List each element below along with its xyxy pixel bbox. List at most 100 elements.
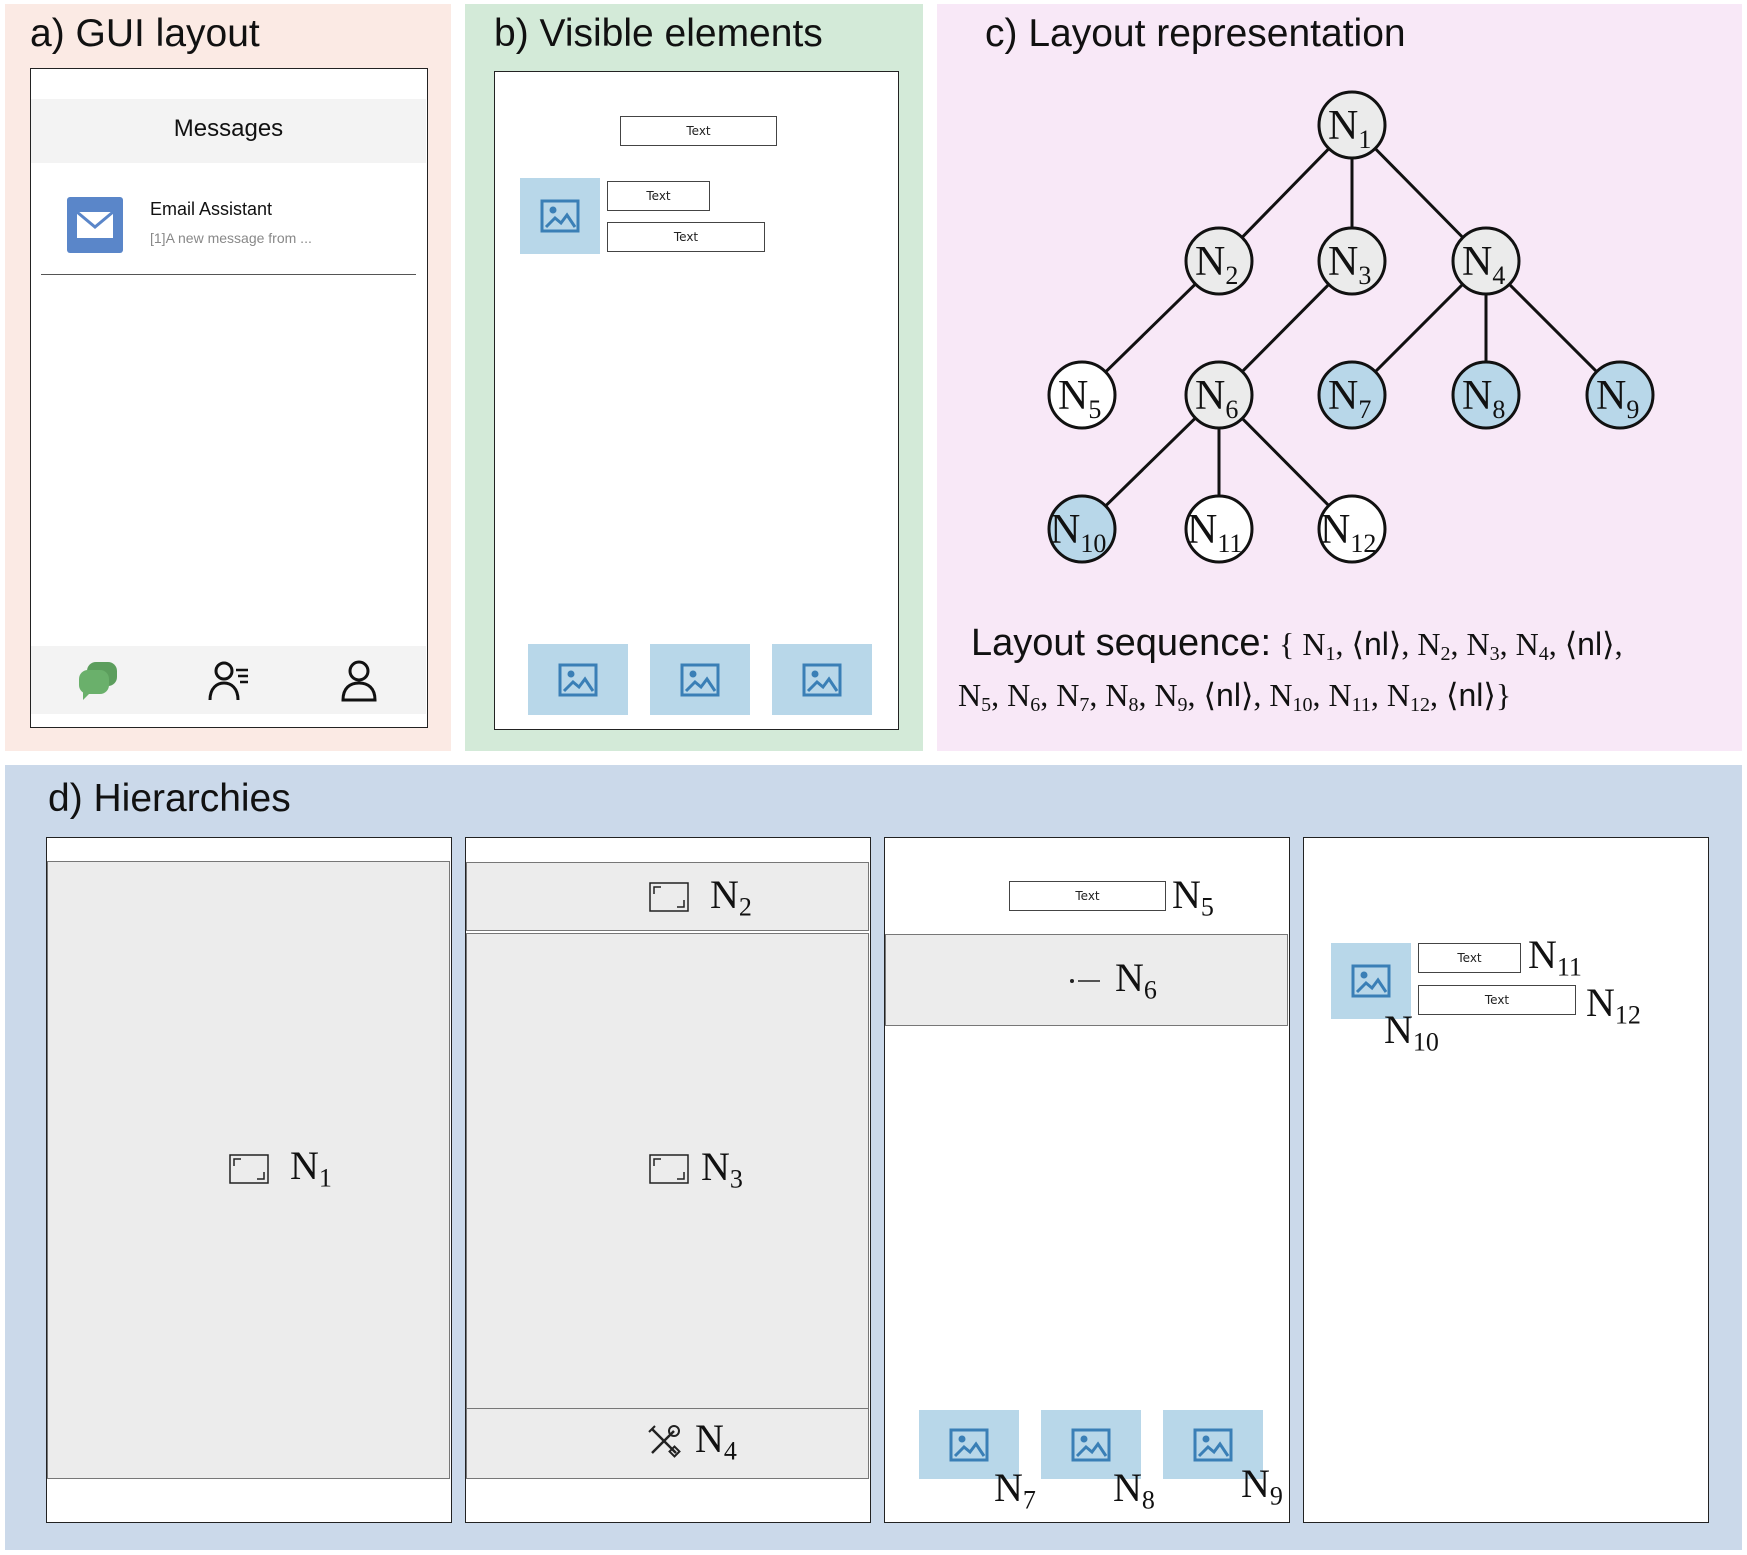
tree-node-n1: N1 [1317, 90, 1387, 160]
image-icon [1351, 964, 1391, 998]
message-preview: [1]A new message from ... [150, 230, 312, 246]
seq-token: N7, [1056, 677, 1106, 716]
tree-node-n5: N5 [1047, 360, 1117, 430]
image-icon [680, 663, 720, 696]
tree-edge-N2-N5 [1104, 283, 1197, 373]
region-n2 [466, 862, 869, 931]
tree-node-n12: N12 [1317, 494, 1387, 564]
seq-token: N8, [1105, 677, 1155, 716]
label-n10: N10 [1384, 1007, 1439, 1057]
panel-a-title: a) GUI layout [30, 12, 260, 55]
region-n6 [885, 934, 1288, 1026]
seq-token-nl: ⟨nl⟩, [1564, 626, 1623, 662]
label-n1: N1 [290, 1143, 332, 1193]
tree-node-label: N4 [1462, 239, 1505, 290]
label-n7: N7 [994, 1465, 1036, 1515]
image-icon [949, 1428, 989, 1461]
layout-sequence-label: Layout sequence: [971, 622, 1272, 664]
tree-edge-N6-N10 [1104, 417, 1197, 507]
tree-edge-N4-N7 [1374, 283, 1464, 373]
image-icon [540, 199, 580, 233]
hierarchy-frame-3: Text N5 N6 N7 N8 N9 [884, 837, 1290, 1523]
seq-token: N9, [1154, 677, 1204, 716]
tree-node-n11: N11 [1184, 494, 1254, 564]
tools-icon [647, 1424, 681, 1458]
tree-node-n10: N10 [1047, 494, 1117, 564]
text-box: Text [1418, 943, 1521, 973]
text-box: Text [1009, 881, 1166, 911]
image-placeholder [1163, 1410, 1263, 1479]
region-n1 [47, 861, 450, 1479]
tree-node-n6: N6 [1184, 360, 1254, 430]
hierarchy-frame-1: N1 [46, 837, 452, 1523]
image-placeholder [772, 644, 872, 715]
tree-node-n4: N4 [1451, 226, 1521, 296]
app-bar-title: Messages [173, 115, 284, 142]
tree-node-n8: N8 [1451, 360, 1521, 430]
envelope-icon [67, 197, 123, 253]
image-placeholder [1041, 1410, 1141, 1479]
image-icon [1193, 1428, 1233, 1461]
seq-token: N10, [1269, 677, 1329, 716]
seq-token: N4, [1515, 626, 1565, 665]
text-box-title: Text [620, 116, 777, 146]
seq-token: N3, [1466, 626, 1516, 665]
container-icon [229, 1154, 269, 1184]
tree-node-n2: N2 [1184, 226, 1254, 296]
layout-sequence-line-1: Layout sequence: { N1, ⟨nl⟩, N2, N3, N4,… [971, 622, 1623, 665]
label-n3: N3 [701, 1144, 743, 1194]
tree-node-n3: N3 [1317, 226, 1387, 296]
seq-token: N2, [1417, 626, 1467, 665]
text-box-name: Text [607, 181, 710, 211]
seq-token-nl: ⟨nl⟩, [1203, 677, 1270, 713]
container-icon [649, 1154, 689, 1184]
tree-edge-N6-N12 [1241, 417, 1330, 507]
chat-bubbles-icon[interactable] [75, 658, 123, 702]
label-n5: N5 [1172, 872, 1214, 922]
seq-token: N12, [1386, 677, 1447, 716]
image-placeholder [650, 644, 750, 715]
hierarchy-frame-4: Text Text N11 N12 N10 [1303, 837, 1709, 1523]
phone-frame: Messages Email Assistant [1]A new messag… [30, 68, 428, 728]
seq-token: N1, [1302, 626, 1352, 665]
message-title: Email Assistant [150, 199, 273, 219]
seq-token: N11, [1328, 677, 1387, 716]
tree-edge-N3-N6 [1241, 283, 1330, 373]
image-placeholder [520, 178, 600, 254]
seq-token: N5, [958, 677, 1008, 716]
seq-token: N6, [1007, 677, 1057, 716]
image-icon [558, 663, 598, 696]
hierarchy-frame-2: N2 N3 N4 [465, 837, 871, 1523]
panel-c-title: c) Layout representation [985, 12, 1406, 55]
image-icon [1071, 1428, 1111, 1461]
label-n9: N9 [1241, 1461, 1283, 1511]
tree-edge-N1-N4 [1374, 147, 1464, 239]
bottom-nav-bar [31, 646, 426, 714]
tree-edge-N4-N9 [1508, 283, 1598, 373]
tree-edge-N1-N2 [1241, 147, 1330, 239]
visible-elements-frame: Text Text Text [494, 71, 899, 730]
panel-b-title: b) Visible elements [494, 12, 823, 55]
profile-icon[interactable] [337, 658, 381, 704]
message-list-item[interactable]: Email Assistant [1]A new message from ..… [41, 173, 416, 275]
image-placeholder [919, 1410, 1019, 1479]
dash-icon [1069, 973, 1103, 983]
image-placeholder [528, 644, 628, 715]
tree-node-n7: N7 [1317, 360, 1387, 430]
tree-node-n9: N9 [1585, 360, 1655, 430]
label-n12: N12 [1586, 980, 1641, 1030]
container-icon [649, 882, 689, 912]
label-n2: N2 [710, 872, 752, 922]
image-icon [802, 663, 842, 696]
seq-token-nl: ⟨nl⟩, [1351, 626, 1418, 662]
contacts-icon[interactable] [206, 658, 252, 704]
panel-d-title: d) Hierarchies [48, 777, 291, 820]
label-n11: N11 [1528, 932, 1582, 982]
layout-sequence-line-2: N5, N6, N7, N8, N9, ⟨nl⟩, N10, N11, N12,… [958, 676, 1511, 717]
label-n4: N4 [695, 1416, 737, 1466]
region-n3 [466, 933, 869, 1409]
label-n8: N8 [1113, 1465, 1155, 1515]
text-box: Text [1418, 985, 1576, 1015]
label-n6: N6 [1115, 955, 1157, 1005]
